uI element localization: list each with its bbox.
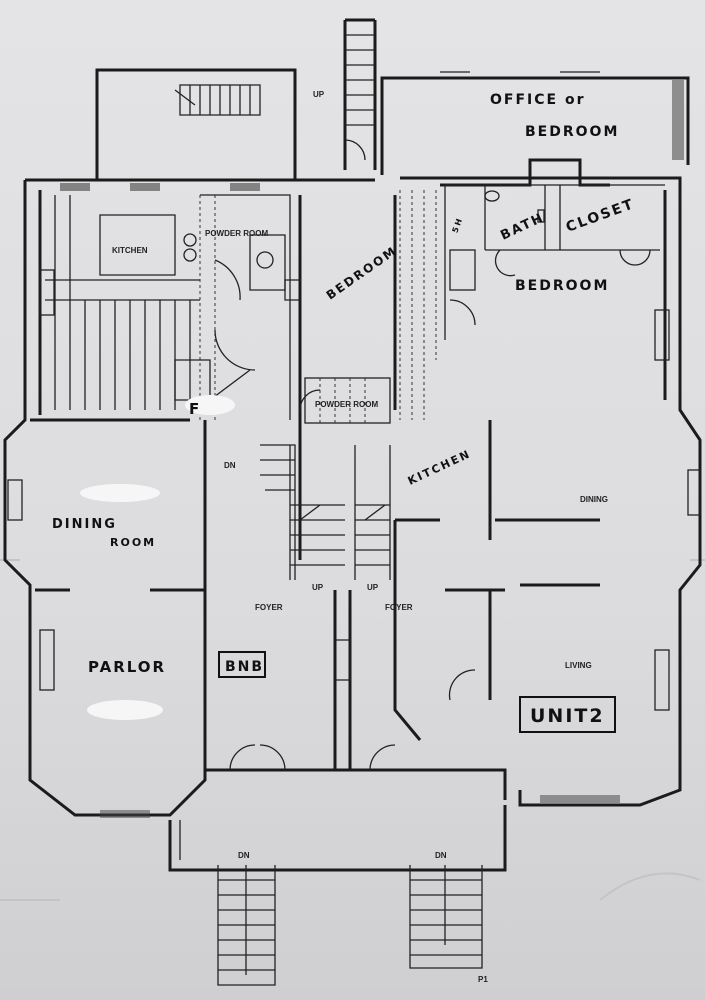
front-stairs-left — [217, 865, 276, 986]
doors — [229, 389, 476, 771]
center-stairs — [260, 444, 391, 580]
front-stairs-right — [409, 865, 483, 969]
label-dining-room: DINING — [52, 517, 117, 532]
label-living: LIVING — [565, 661, 592, 670]
whiteout-mark — [80, 484, 160, 502]
interior-walls — [30, 418, 600, 770]
label-f-mark: F — [189, 400, 201, 418]
bnb-box — [218, 651, 266, 678]
label-foyer-right: FOYER — [385, 603, 413, 612]
label-closet: CLOSET — [564, 196, 637, 236]
unit2-box — [519, 696, 616, 733]
center-bedroom — [284, 195, 397, 560]
label-kitchen-right: KITCHEN — [406, 447, 473, 488]
label-parlor: PARLOR — [88, 658, 166, 676]
label-office: OFFICE or — [490, 92, 585, 108]
label-powder-room-center: POWDER ROOM — [315, 400, 378, 409]
label-up-stair-right: UP — [367, 583, 379, 592]
label-bedroom-center: BEDROOM — [324, 243, 400, 302]
rear-exterior-stair — [343, 18, 377, 170]
label-powder-room-left: POWDER ROOM — [205, 229, 268, 238]
label-up-stair-left: UP — [312, 583, 324, 592]
label-unit2: UNIT2 — [530, 705, 605, 727]
label-bedroom-unit2: BEDROOM — [515, 278, 609, 294]
label-bath: BATH — [498, 210, 547, 243]
building-outline — [3, 176, 702, 818]
right-hall-hatching — [399, 184, 665, 420]
whiteout-mark — [87, 700, 163, 720]
label-dn-interior: DN — [224, 461, 236, 470]
label-up-rear: UP — [313, 90, 325, 99]
rear-stair-wing — [95, 68, 297, 180]
label-bnb: BNB — [225, 659, 264, 675]
label-dn-front-left: DN — [238, 851, 250, 860]
label-kitchen-left: KITCHEN — [112, 246, 148, 255]
whiteout-mark — [185, 395, 235, 415]
label-bath-tag: 5H — [451, 216, 465, 234]
label-dining-right: DINING — [580, 495, 608, 504]
label-page-mark: P1 — [478, 975, 488, 984]
label-office-bedroom: BEDROOM — [525, 124, 619, 140]
label-dn-front-right: DN — [435, 851, 447, 860]
label-foyer-left: FOYER — [255, 603, 283, 612]
front-porch — [168, 805, 507, 872]
left-kitchen-hatching — [45, 194, 291, 420]
bleed-through-lines — [0, 559, 705, 901]
label-dining-room-2: ROOM — [110, 536, 156, 549]
